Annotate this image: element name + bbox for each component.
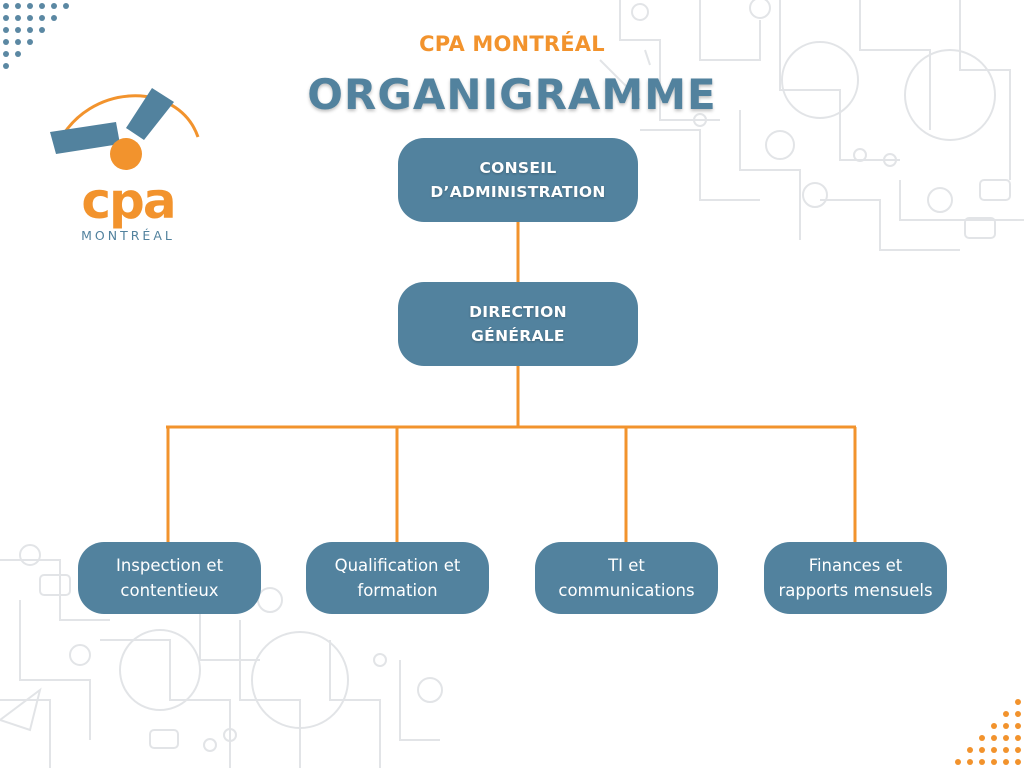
org-subtitle: CPA MONTRÉAL (419, 32, 605, 56)
node-label: Qualification et formation (334, 556, 461, 600)
dots-decoration-bottom-right (955, 699, 1021, 765)
node-label: Finances et rapports mensuels (778, 556, 933, 600)
cpa-montreal-logo: cpa MONTRÉAL (48, 82, 208, 247)
node-inspection-contentieux: Inspection et contentieux (78, 542, 261, 614)
node-qualification-formation: Qualification et formation (306, 542, 489, 614)
node-finances-rapports: Finances et rapports mensuels (764, 542, 947, 614)
node-direction-generale: DIRECTION GÉNÉRALE (398, 282, 638, 366)
node-label: DIRECTION GÉNÉRALE (469, 303, 567, 345)
page-title: ORGANIGRAMME (307, 70, 717, 119)
logo-city: MONTRÉAL (81, 228, 175, 243)
logo-wordmark: cpa (81, 172, 174, 230)
node-label: Inspection et contentieux (115, 556, 224, 600)
node-conseil-administration: CONSEIL D’ADMINISTRATION (398, 138, 638, 222)
node-label: TI et communications (558, 556, 695, 600)
dots-decoration-top-left (3, 3, 69, 69)
node-ti-communications: TI et communications (535, 542, 718, 614)
node-label: CONSEIL D’ADMINISTRATION (430, 159, 606, 201)
